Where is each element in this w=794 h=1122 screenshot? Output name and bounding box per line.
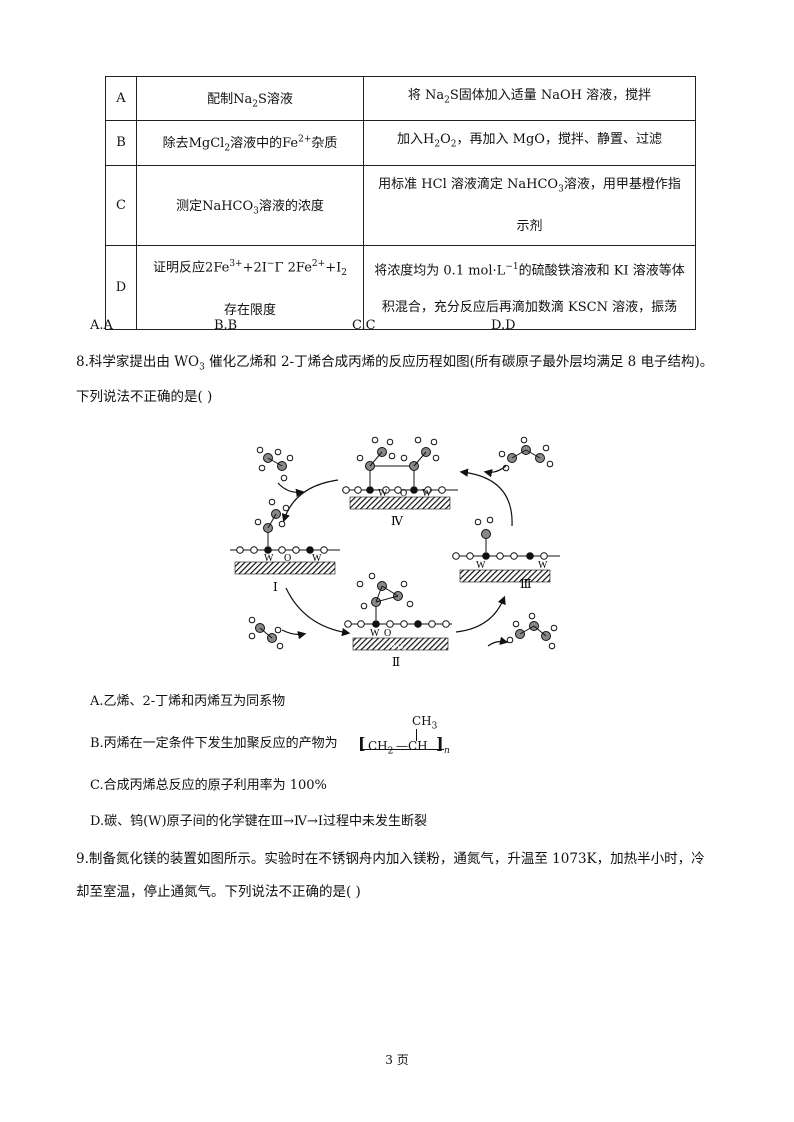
q8-option-d[interactable]: D.碳、钨(W)原子间的化学键在Ⅲ→Ⅳ→Ⅰ过程中未发生断裂 [90, 814, 428, 829]
stage-i: W O W Ⅰ [230, 498, 340, 594]
free-molecule-bottom-right [506, 612, 558, 650]
table-row: B 除去MgCl2溶液中的Fe2+杂质 加入H2O2，再加入 MgO，搅拌、静置… [105, 119, 696, 166]
options-table: A 配制Na2S溶液 将 Na2S固体加入适量 NaOH 溶液，搅拌 B 除去M… [105, 76, 696, 331]
stage-label-iii: Ⅲ [520, 577, 532, 591]
free-molecule-bottom-left [248, 616, 284, 650]
svg-text:O: O [384, 628, 391, 639]
q8-stem: 8.科学家提出由 WO3 催化乙烯和 2-丁烯合成丙烯的反应历程如图(所有碳原子… [76, 354, 714, 373]
stage-ii: W O WO₃ Ⅱ [344, 572, 452, 668]
method-cell: 将 Na2S固体加入适量 NaOH 溶液，搅拌 [363, 76, 696, 121]
method-cell: 用标准 HCl 溶液滴定 NaHCO3溶液，用甲基橙作指示剂 [363, 164, 696, 247]
table-row: C 测定NaHCO3溶液的浓度 用标准 HCl 溶液滴定 NaHCO3溶液，用甲… [105, 164, 696, 247]
stage-label-ii: Ⅱ [392, 655, 400, 668]
row-label: A [105, 76, 137, 121]
svg-text:O: O [400, 488, 407, 499]
svg-text:O: O [284, 553, 291, 564]
choice-c[interactable]: C.C [352, 318, 376, 333]
stage-label-i: Ⅰ [273, 580, 278, 594]
purpose-cell: 除去MgCl2溶液中的Fe2+杂质 [136, 119, 364, 166]
row-label: C [105, 164, 137, 247]
svg-text:W: W [422, 488, 432, 499]
cycle-arrows [277, 465, 513, 647]
reaction-mechanism-diagram: W O W Ⅳ W O W [230, 436, 560, 668]
svg-text:W: W [476, 560, 486, 571]
free-molecule-top-left [256, 446, 294, 482]
surface-label: WO₃ [390, 642, 406, 651]
method-cell: 将浓度均为 0.1 mol·L−1的硫酸铁溶液和 KI 溶液等体积混合，充分反应… [363, 245, 696, 331]
choice-d[interactable]: D.D [491, 318, 516, 333]
svg-text:W: W [312, 553, 322, 564]
q8-stem-line2: 下列说法不正确的是( ) [76, 389, 213, 405]
svg-text:W: W [378, 488, 388, 499]
row-label: B [105, 119, 137, 166]
stage-iii: W W Ⅲ [452, 516, 560, 591]
polypropylene-structure: CH3 [ CH2 — CH ] n [358, 714, 450, 757]
row-label: D [105, 245, 137, 331]
method-cell: 加入H2O2，再加入 MgO，搅拌、静置、过滤 [363, 119, 696, 166]
page-number: 3 页 [385, 1053, 409, 1067]
stage-iv: W O W Ⅳ [342, 436, 458, 528]
stage-label-iv: Ⅳ [391, 514, 404, 528]
purpose-cell: 配制Na2S溶液 [136, 76, 364, 121]
svg-text:W: W [264, 553, 274, 564]
q8-option-a[interactable]: A.乙烯、2-丁烯和丙烯互为同系物 [90, 694, 286, 709]
purpose-cell: 测定NaHCO3溶液的浓度 [136, 164, 364, 247]
choice-a[interactable]: A.A [90, 318, 113, 333]
q8-option-c[interactable]: C.合成丙烯总反应的原子利用率为 100% [90, 778, 327, 793]
table-row: A 配制Na2S溶液 将 Na2S固体加入适量 NaOH 溶液，搅拌 [105, 76, 696, 121]
q9-stem-line2: 却至室温，停止通氮气。下列说法不正确的是( ) [76, 884, 361, 900]
q8-option-b[interactable]: B.丙烯在一定条件下发生加聚反应的产物为 [90, 736, 338, 751]
svg-text:W: W [538, 560, 548, 571]
svg-text:W: W [370, 628, 380, 639]
q9-stem: 9.制备氮化镁的装置如图所示。实验时在不锈钢舟内加入镁粉，通氮气，升温至 107… [76, 851, 705, 867]
free-molecule-top-right [498, 436, 554, 472]
q7-choices: A.A B.B C.C D.D [0, 318, 794, 336]
choice-b[interactable]: B.B [214, 318, 238, 333]
